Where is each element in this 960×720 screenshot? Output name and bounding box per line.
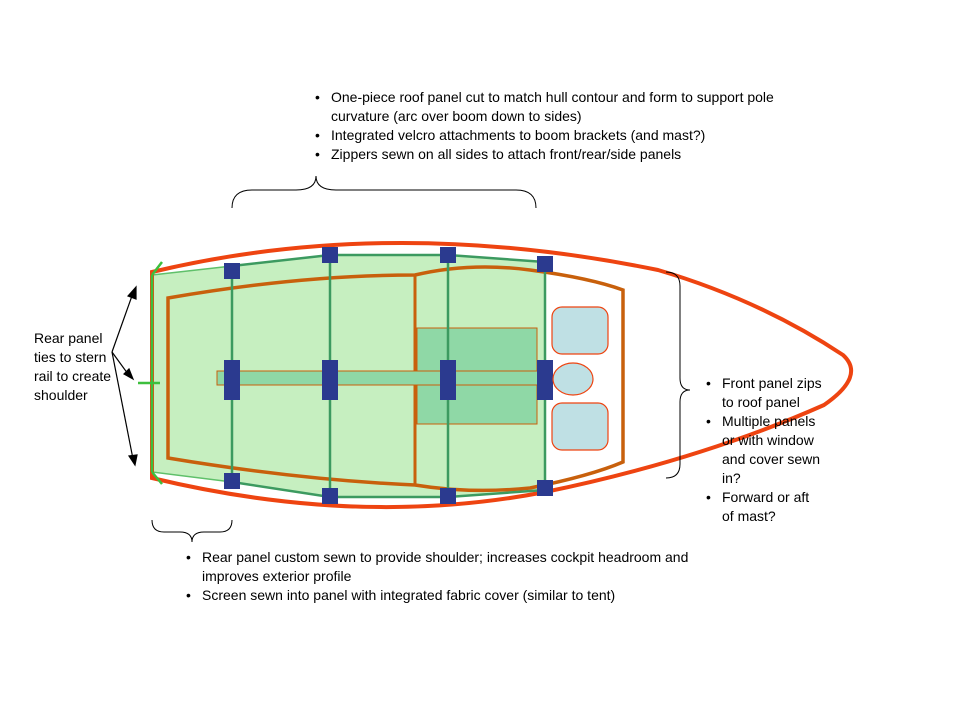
stern-ties — [138, 261, 163, 485]
edge-brackets — [224, 247, 553, 504]
boom — [216, 370, 548, 386]
mast-base — [552, 362, 594, 396]
roof-note-item: Integrated velcro attachments to boom br… — [313, 126, 783, 145]
hatch-starboard — [551, 402, 609, 451]
right-brace — [665, 271, 691, 479]
left-arrows — [111, 285, 138, 467]
roof-note-item: One-piece roof panel cut to match hull c… — [313, 88, 783, 126]
rear-panel-notes: Rear panel custom sewn to provide should… — [184, 548, 704, 605]
hatch-port — [551, 306, 609, 355]
rear-note-item: Rear panel custom sewn to provide should… — [184, 548, 704, 586]
front-note-item: Forward or aft of mast? — [704, 488, 824, 526]
front-note-item: Front panel zips to roof panel — [704, 374, 824, 412]
rear-note-item: Screen sewn into panel with integrated f… — [184, 586, 704, 605]
rear-panel-ties-note: Rear panel ties to stern rail to create … — [34, 330, 112, 403]
roof-panel-notes: One-piece roof panel cut to match hull c… — [313, 88, 783, 164]
roof-note-item: Zippers sewn on all sides to attach fron… — [313, 145, 783, 164]
bottom-brace — [151, 519, 233, 543]
hull-outline — [150, 241, 854, 510]
top-brace — [231, 175, 537, 209]
deck-outline — [166, 265, 625, 493]
front-panel-notes: Front panel zips to roof panel Multiple … — [704, 374, 824, 526]
boom-brackets — [224, 360, 553, 400]
front-note-item: Multiple panels or with window and cover… — [704, 412, 824, 488]
